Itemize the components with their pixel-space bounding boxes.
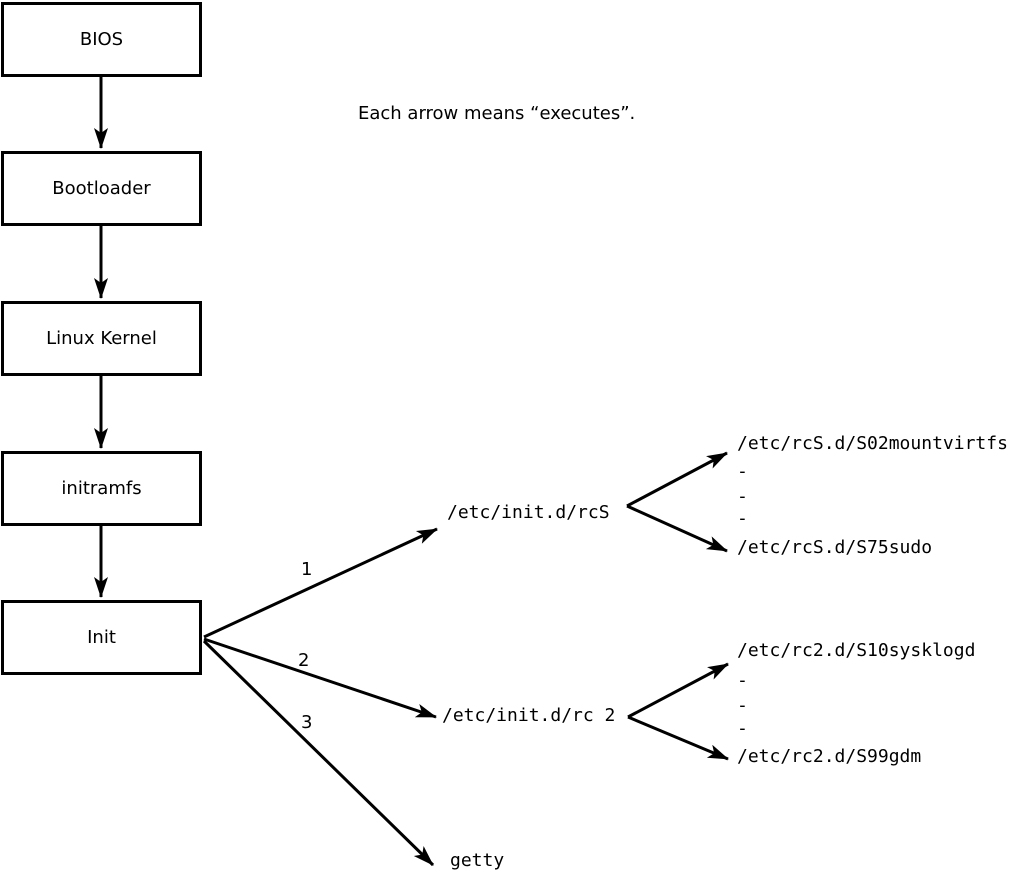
rcs-child-ellipsis: - [737,508,748,529]
arrow-init-rc2 [203,637,437,719]
rcs-child-ellipsis: - [737,486,748,507]
script-getty: getty [450,850,505,871]
node-initramfs: initramfs [1,451,202,526]
node-bios: BIOS [1,2,202,77]
rcs-child-ellipsis: - [737,461,748,482]
node-linux-kernel: Linux Kernel [1,301,202,376]
arrow-init-getty [202,639,435,867]
node-linux-kernel-label: Linux Kernel [46,328,157,349]
node-init-label: Init [87,627,116,648]
arrow-label-3: 3 [301,712,313,733]
node-bootloader: Bootloader [1,151,202,226]
arrow-init-rcs [203,527,438,639]
rc2-child-ellipsis: - [737,670,748,691]
script-rc2: /etc/init.d/rc 2 [442,705,616,726]
arrow-label-1: 1 [301,559,313,580]
rcs-child-last: /etc/rcS.d/S75sudo [737,537,933,558]
fork-rc2-top [627,662,729,719]
script-rcs: /etc/init.d/rcS [447,502,610,523]
rc2-child-last: /etc/rc2.d/S99gdm [737,746,922,767]
rcs-child-first: /etc/rcS.d/S02mountvirtfs [737,433,1008,454]
node-bootloader-label: Bootloader [52,178,151,199]
rc2-child-ellipsis: - [737,695,748,716]
node-initramfs-label: initramfs [61,478,142,499]
fork-rc2-bottom [627,715,729,761]
rc2-child-ellipsis: - [737,718,748,739]
legend-note: Each arrow means “executes”. [358,103,636,124]
rc2-child-first: /etc/rc2.d/S10sysklogd [737,640,976,661]
node-bios-label: BIOS [79,29,124,50]
node-init: Init [1,600,202,675]
arrow-label-2: 2 [298,650,310,671]
fork-rcs-bottom [626,504,728,553]
fork-rcs-top [626,451,728,508]
